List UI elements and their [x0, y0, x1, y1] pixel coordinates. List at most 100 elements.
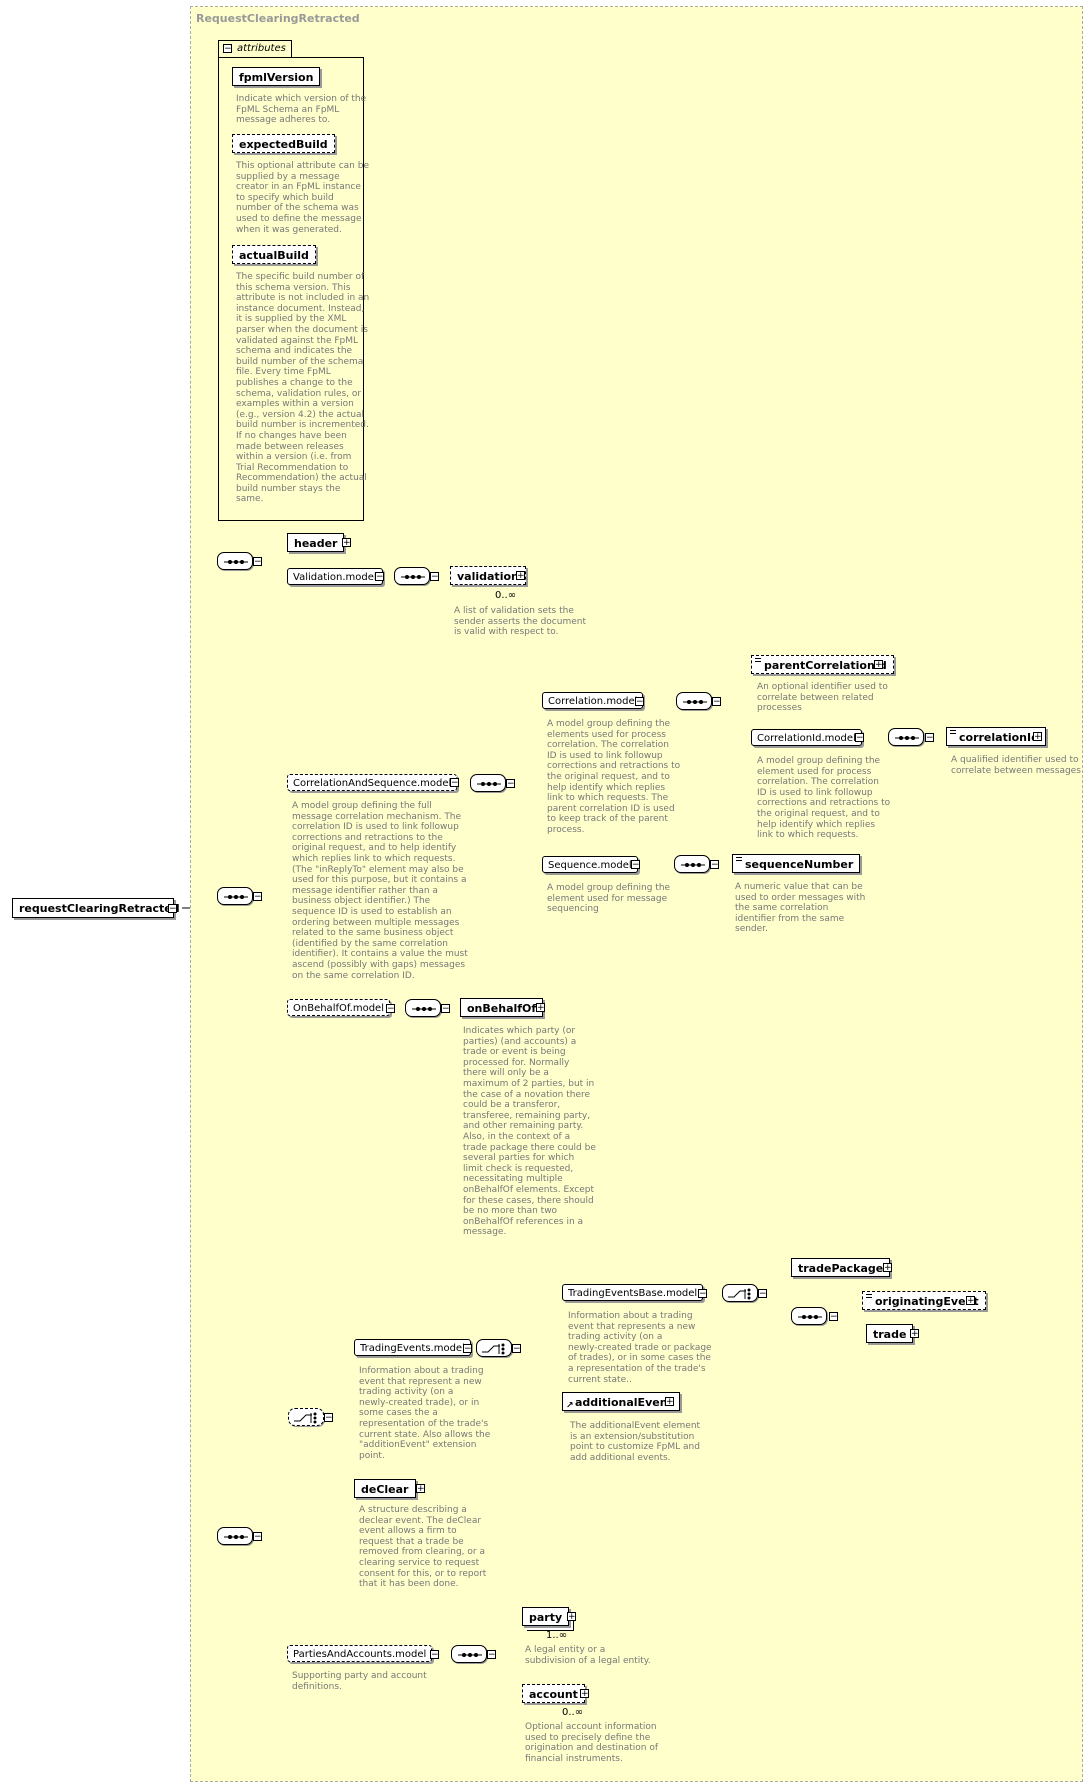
simple-type-icon — [866, 1294, 872, 1298]
expand-icon[interactable]: + — [966, 1296, 975, 1306]
attribute-doc: Indicate which version of the FpML Schem… — [236, 94, 367, 126]
element-header[interactable]: header — [287, 533, 345, 552]
element-declear[interactable]: deClear — [354, 1479, 416, 1498]
collapse-icon[interactable]: − — [168, 904, 177, 914]
simple-type-icon — [736, 857, 742, 861]
sequence-compositor — [888, 728, 924, 746]
collapse-icon[interactable]: − — [712, 697, 721, 707]
collapse-icon[interactable]: − — [829, 1312, 838, 1322]
group-validation-model[interactable]: Validation.model — [287, 568, 383, 585]
expand-icon[interactable]: + — [342, 538, 351, 548]
collapse-icon[interactable]: − — [386, 1004, 395, 1014]
sequence-compositor — [676, 692, 712, 710]
group-correlation-model[interactable]: Correlation.model — [542, 692, 644, 709]
element-doc: The additionalEvent element is an extens… — [570, 1421, 701, 1463]
element-party[interactable]: party — [522, 1607, 570, 1626]
element-originatingevent[interactable]: originatingEvent — [862, 1291, 986, 1310]
collapse-icon[interactable]: − — [441, 1004, 450, 1014]
group-doc: A model group defining the element used … — [757, 756, 891, 841]
group-correlation-and-sequence-model[interactable]: CorrelationAndSequence.model — [287, 774, 458, 791]
element-validation[interactable]: validation — [450, 566, 526, 585]
expand-icon[interactable]: + — [1033, 732, 1042, 742]
expand-icon[interactable]: + — [910, 1329, 919, 1339]
complex-type-name: RequestClearingRetracted — [196, 12, 360, 25]
group-doc: Supporting party and account definitions… — [292, 1671, 427, 1692]
collapse-icon[interactable]: − — [758, 1289, 767, 1299]
group-tradingeventsbase-model[interactable]: TradingEventsBase.model — [562, 1284, 704, 1301]
choice-compositor — [288, 1408, 324, 1426]
expand-icon[interactable]: + — [567, 1612, 576, 1622]
collapse-icon[interactable]: − — [925, 733, 934, 743]
element-account[interactable]: account — [522, 1684, 585, 1703]
sequence-compositor — [470, 774, 506, 792]
group-doc: A model group defining the element used … — [547, 883, 671, 915]
simple-type-icon — [755, 658, 761, 662]
attribute-doc: This optional attribute can be supplied … — [236, 161, 369, 235]
attribute-expectedbuild[interactable]: expectedBuild — [232, 134, 335, 153]
root-element[interactable]: requestClearingRetracted − — [12, 898, 180, 918]
group-doc: A model group defining the full message … — [292, 801, 468, 981]
element-additionalevent[interactable]: ↗ additionalEvent — [562, 1392, 680, 1411]
group-tradingevents-model[interactable]: TradingEvents.model — [354, 1339, 471, 1356]
collapse-icon[interactable]: − — [324, 1413, 333, 1423]
expand-icon[interactable]: + — [536, 1003, 545, 1013]
element-doc: A numeric value that can be used to orde… — [735, 882, 866, 935]
collapse-icon[interactable]: − — [430, 1650, 439, 1660]
expand-icon[interactable]: + — [416, 1484, 425, 1494]
collapse-icon[interactable]: − — [635, 697, 644, 707]
root-element-label: requestClearingRetracted — [19, 902, 180, 915]
group-sequence-model[interactable]: Sequence.model — [542, 856, 638, 873]
group-onbehalfof-model[interactable]: OnBehalfOf.model — [287, 999, 390, 1016]
expand-icon[interactable]: + — [665, 1397, 674, 1407]
attribute-fpmlversion[interactable]: fpmlVersion — [232, 67, 321, 86]
group-partiesandaccounts-model[interactable]: PartiesAndAccounts.model — [287, 1645, 433, 1662]
occurrence-label: 0..∞ — [495, 590, 517, 601]
element-doc: An optional identifier used to correlate… — [757, 682, 888, 714]
collapse-icon[interactable]: − — [223, 44, 232, 54]
collapse-icon[interactable]: − — [253, 557, 262, 567]
sequence-compositor — [791, 1307, 827, 1325]
sequence-compositor — [217, 1527, 253, 1545]
collapse-icon[interactable]: − — [512, 1344, 521, 1354]
expand-icon[interactable]: + — [874, 660, 883, 670]
element-doc: A legal entity or a subdivision of a leg… — [525, 1645, 651, 1666]
element-doc: A qualified identifier used to correlate… — [951, 755, 1081, 776]
collapse-icon[interactable]: − — [487, 1650, 496, 1660]
collapse-icon[interactable]: − — [463, 1344, 472, 1354]
collapse-icon[interactable]: − — [253, 892, 262, 902]
element-parentcorrelationid[interactable]: parentCorrelationId — [751, 655, 894, 674]
expand-icon[interactable]: + — [580, 1689, 589, 1699]
abstract-element-icon: ↗ — [566, 1401, 574, 1411]
element-correlationid[interactable]: correlationId — [946, 727, 1046, 746]
collapse-icon[interactable]: − — [506, 779, 515, 789]
collapse-icon[interactable]: − — [450, 778, 459, 788]
attributes-tab[interactable]: − attributes — [218, 40, 292, 58]
sequence-compositor — [394, 567, 430, 585]
element-onbehalfof[interactable]: onBehalfOf — [460, 998, 544, 1017]
element-doc: Indicates which party (or parties) (and … — [463, 1026, 596, 1238]
collapse-icon[interactable]: − — [698, 1289, 707, 1299]
simple-type-icon — [950, 730, 956, 734]
occurrence-label: 0..∞ — [562, 1707, 584, 1718]
attribute-actualbuild[interactable]: actualBuild — [232, 245, 316, 264]
collapse-icon[interactable]: − — [855, 733, 864, 743]
element-tradepackage[interactable]: tradePackage — [791, 1258, 891, 1277]
sequence-compositor — [451, 1645, 487, 1663]
collapse-icon[interactable]: − — [710, 860, 719, 870]
collapse-icon[interactable]: − — [430, 572, 439, 582]
collapse-icon[interactable]: − — [253, 1532, 262, 1542]
collapse-icon[interactable]: − — [375, 572, 384, 582]
element-sequencenumber[interactable]: sequenceNumber — [732, 854, 861, 873]
group-correlationid-model[interactable]: CorrelationId.model — [751, 729, 862, 746]
element-doc: Optional account information used to pre… — [525, 1722, 658, 1764]
element-doc: A structure describing a declear event. … — [359, 1505, 487, 1590]
collapse-icon[interactable]: − — [631, 860, 640, 870]
attributes-label: attributes — [237, 43, 286, 54]
element-trade[interactable]: trade — [866, 1324, 914, 1343]
expand-icon[interactable]: + — [883, 1263, 892, 1273]
group-doc: A model group defining the elements used… — [547, 719, 681, 835]
group-doc: Information about a trading event that r… — [568, 1311, 712, 1385]
expand-icon[interactable]: + — [516, 571, 525, 581]
choice-compositor — [476, 1339, 512, 1357]
